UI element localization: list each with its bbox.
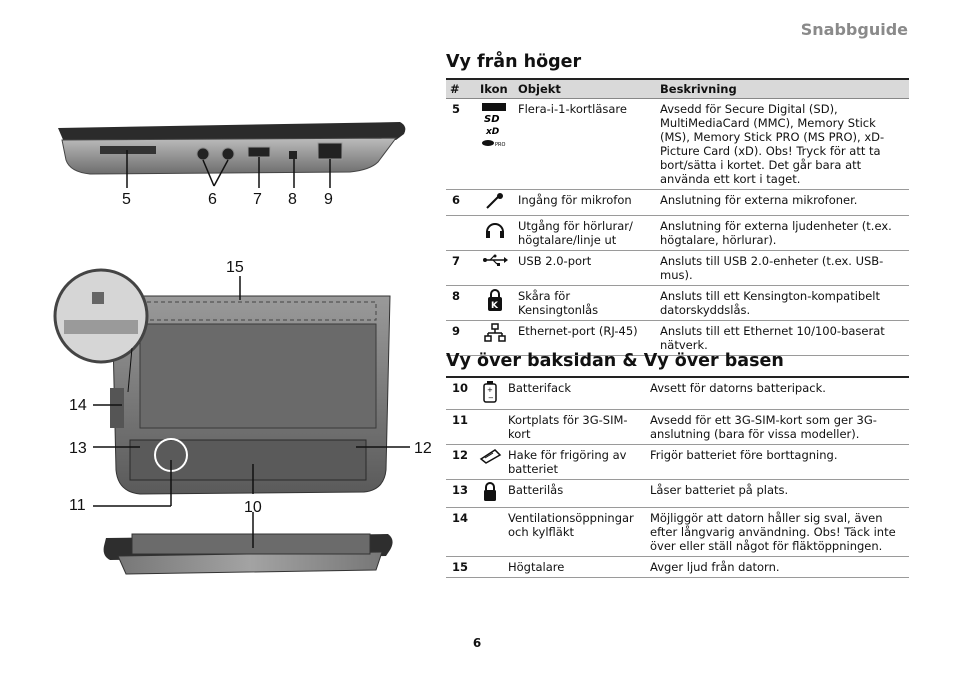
microphone-icon: [476, 189, 514, 216]
row-number: 15: [446, 556, 476, 578]
svg-text:−: −: [488, 394, 494, 402]
callout-11: 11: [69, 497, 86, 514]
row-description: Avger ljud från datorn.: [646, 556, 909, 578]
row-description: Anslutning för externa ljudenheter (t.ex…: [656, 215, 909, 251]
column-header-number: #: [446, 78, 476, 99]
svg-text:K: K: [491, 301, 499, 311]
row-number: 5: [446, 98, 476, 190]
rear-view: [103, 512, 393, 575]
row-object: Ventilationsöppningar och kylfläkt: [504, 507, 646, 557]
row-description: Avsett för datorns batteripack.: [646, 377, 909, 410]
table-row: 11 Kortplats för 3G-SIM-kort Avsedd för …: [446, 409, 909, 445]
column-header-description: Beskrivning: [656, 78, 909, 99]
row-description: Ansluts till ett Kensington-kompatibelt …: [656, 285, 909, 321]
row-number: 10: [446, 377, 476, 410]
right-view-table: # Ikon Objekt Beskrivning 5 SD xD PRO Fl…: [446, 78, 909, 356]
table-row: 9 Ethernet-port (RJ-45) Ansluts till ett…: [446, 320, 909, 356]
base-view: 15 14 13 12 11 10: [53, 259, 432, 516]
callout-15: 15: [226, 259, 244, 276]
callout-13: 13: [69, 440, 87, 457]
svg-text:PRO: PRO: [495, 142, 505, 148]
rear-base-view-table: 10 +− Batterifack Avsett för datorns bat…: [446, 376, 909, 578]
row-description: Låser batteriet på plats.: [646, 479, 909, 508]
callout-10: 10: [244, 499, 262, 516]
callout-5: 5: [122, 191, 131, 208]
row-description: Frigör batteriet före borttagning.: [646, 444, 909, 480]
padlock-icon: [476, 479, 504, 508]
battery-release-icon: [476, 444, 504, 480]
table-row: 6 Ingång för mikrofon Anslutning för ext…: [446, 189, 909, 216]
row-description: Ansluts till USB 2.0-enheter (t.ex. USB-…: [656, 250, 909, 286]
table-row: 5 SD xD PRO Flera-i-1-kortläsare Avsedd …: [446, 98, 909, 190]
row-object: Batterifack: [504, 377, 646, 410]
row-number: [446, 215, 476, 251]
row-object: Flera-i-1-kortläsare: [514, 98, 656, 190]
row-number: 7: [446, 250, 476, 286]
table-row: Utgång för hörlurar/ högtalare/linje ut …: [446, 215, 909, 251]
svg-text:+: +: [487, 386, 493, 394]
row-description: Avsedd för Secure Digital (SD), MultiMed…: [656, 98, 909, 190]
row-number: 8: [446, 285, 476, 321]
row-number: 12: [446, 444, 476, 480]
table-row: 13 Batterilås Låser batteriet på plats.: [446, 479, 909, 508]
row-object: Ethernet-port (RJ-45): [514, 320, 656, 356]
row-object: Ingång för mikrofon: [514, 189, 656, 216]
callout-12: 12: [414, 440, 432, 457]
row-description: Möjliggör att datorn håller sig sval, äv…: [646, 507, 909, 557]
svg-text:xD: xD: [485, 127, 500, 137]
battery-icon: +−: [476, 377, 504, 410]
card-reader-icon: SD xD PRO: [476, 98, 514, 190]
page-number: 6: [472, 636, 482, 650]
kensington-lock-icon: K: [476, 285, 514, 321]
headphones-icon: [476, 215, 514, 251]
table-row: 10 +− Batterifack Avsett för datorns bat…: [446, 377, 909, 410]
callout-8: 8: [288, 191, 297, 208]
row-description: Ansluts till ett Ethernet 10/100-baserat…: [656, 320, 909, 356]
callout-6: 6: [208, 191, 217, 208]
row-description: Anslutning för externa mikrofoner.: [656, 189, 909, 216]
table-row: 12 Hake för frigöring av batteriet Frigö…: [446, 444, 909, 480]
svg-text:SD: SD: [484, 114, 500, 125]
table-header-row: # Ikon Objekt Beskrivning: [446, 78, 909, 99]
table-row: 8 K Skåra för Kensingtonlås Ansluts till…: [446, 285, 909, 321]
row-object: Kortplats för 3G-SIM-kort: [504, 409, 646, 445]
right-side-view: 5 6 7 8 9: [58, 122, 406, 208]
row-number: 13: [446, 479, 476, 508]
laptop-illustration: 5 6 7 8 9 15 14 13 12 11 10: [53, 122, 432, 575]
callout-7: 7: [253, 191, 262, 208]
row-object: Utgång för hörlurar/ högtalare/linje ut: [514, 215, 656, 251]
header-label: Snabbguide: [800, 20, 908, 39]
ethernet-icon: [476, 320, 514, 356]
row-number: 14: [446, 507, 476, 557]
right-view-title: Vy från höger: [446, 52, 582, 72]
callout-9: 9: [324, 191, 333, 208]
row-number: 6: [446, 189, 476, 216]
row-number: 11: [446, 409, 476, 445]
column-header-icon: Ikon: [476, 78, 514, 99]
row-object: Batterilås: [504, 479, 646, 508]
row-object: Högtalare: [504, 556, 646, 578]
row-object: Hake för frigöring av batteriet: [504, 444, 646, 480]
usb-icon: [476, 250, 514, 286]
column-header-object: Objekt: [514, 78, 656, 99]
table-row: 7 USB 2.0-port Ansluts till USB 2.0-enhe…: [446, 250, 909, 286]
rear-base-view-title: Vy över baksidan & Vy över basen: [446, 351, 784, 371]
row-object: USB 2.0-port: [514, 250, 656, 286]
callout-14: 14: [69, 397, 87, 414]
table-row: 14 Ventilationsöppningar och kylfläkt Mö…: [446, 507, 909, 557]
row-number: 9: [446, 320, 476, 356]
row-object: Skåra för Kensingtonlås: [514, 285, 656, 321]
row-description: Avsedd för ett 3G-SIM-kort som ger 3G-an…: [646, 409, 909, 445]
table-row: 15 Högtalare Avger ljud från datorn.: [446, 556, 909, 578]
